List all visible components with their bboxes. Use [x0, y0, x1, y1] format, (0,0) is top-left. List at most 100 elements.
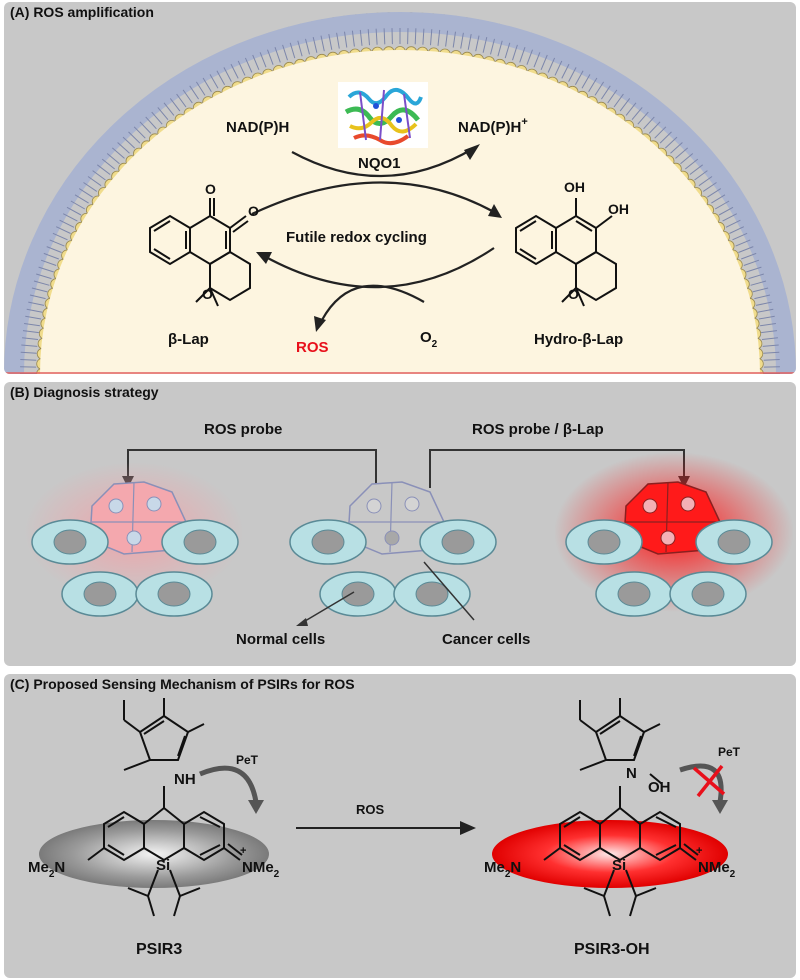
lipid-tail [182, 89, 193, 104]
lipid-tail [752, 287, 769, 293]
blocked-pet-arrowhead [712, 800, 728, 814]
lipid-tail [20, 359, 37, 361]
n-text: N [510, 859, 521, 876]
lipid-tail [743, 259, 760, 266]
lipid-tail [21, 344, 38, 347]
lipid-tail [750, 280, 767, 286]
lipid-tail [637, 111, 649, 125]
lipid-tail [111, 147, 125, 159]
lipid-tail [25, 315, 42, 320]
lipid-tail [267, 49, 274, 65]
beta-lap-ring-o: O [202, 286, 213, 302]
lipid-tail [698, 176, 713, 187]
lipid-tail [684, 158, 699, 170]
lipid-tail [336, 32, 340, 49]
lipid-tail [189, 85, 200, 100]
lipid-tail [122, 136, 136, 149]
psir3oh-pet-label: PeT [718, 745, 741, 759]
lipid-tail [22, 330, 39, 334]
lipid-tail [475, 35, 480, 52]
lipid-tail [22, 337, 39, 340]
nme-sub: 2 [730, 869, 736, 880]
lipid-tail [680, 153, 694, 165]
lipid-tail [274, 47, 281, 63]
beta-lap-o1: O [205, 181, 216, 197]
lipid-tail [74, 194, 89, 204]
beta-symbol: β- [563, 421, 577, 438]
psir3-pet-label: PeT [236, 753, 259, 767]
lipid-tail [738, 246, 754, 253]
normal-cell-nucleus [157, 581, 191, 607]
hydro-beta-lap-label: Hydro-β-Lap [534, 331, 623, 348]
lipid-tail [66, 206, 82, 216]
panel-c-title: (C) Proposed Sensing Mechanism of PSIRs … [10, 676, 355, 692]
lipid-tail [151, 111, 163, 125]
psir3-label: PSIR3 [136, 941, 182, 958]
lipid-tail [163, 102, 175, 116]
lipid-tail [29, 294, 46, 300]
lipid-tail [702, 182, 717, 192]
ros-label: ROS [296, 339, 329, 356]
lipid-tail [169, 98, 181, 112]
panel-b-title: (B) Diagnosis strategy [10, 384, 159, 400]
lipid-tail [46, 246, 62, 253]
psir3-me2n: Me2N [28, 859, 65, 880]
lipid-tail [689, 164, 704, 175]
lipid-tail [664, 136, 678, 149]
lipid-tail [375, 28, 378, 45]
lipid-tail [40, 259, 57, 266]
lipid-tail [547, 57, 556, 73]
pet-blocked-cross-icon [692, 764, 726, 798]
lipid-tail [328, 34, 333, 50]
normal-cell-nucleus [441, 529, 475, 555]
lipid-tail [312, 36, 318, 53]
lipid-tail [757, 308, 774, 313]
normal-pointer-head [296, 618, 308, 626]
lipid-tail [711, 194, 726, 204]
panel-ros-amplification: O O O β-Lap OH OH O Hydro-β-Lap NAD(P)H … [4, 2, 796, 374]
lipid-tail [252, 54, 260, 70]
cancer-cells-label: Cancer cells [442, 631, 530, 648]
sensing-mechanism-diagram: NH PeT Si Me2N NMe2 + PSIR3 ROS [28, 698, 741, 958]
lipid-tail [729, 226, 745, 234]
psir3oh-me2n: Me2N [484, 859, 521, 880]
forward-arrow [251, 181, 495, 215]
lipid-tail [497, 40, 503, 57]
right-probe-label: ROS probe / β-Lap [472, 421, 604, 438]
me-text: Me [484, 859, 505, 876]
lipid-tail [643, 116, 655, 130]
beta-lap-structure [149, 198, 251, 307]
lipid-tail [367, 29, 370, 46]
diagnosis-diagram: ROS probe ROS probe / β-Lap Normal cells… [24, 421, 794, 648]
lipid-tail [36, 273, 52, 280]
lipid-tail [718, 206, 734, 216]
lipid-tail [568, 67, 577, 82]
lipid-tail [38, 266, 54, 273]
cancer-cell-group-center [347, 481, 445, 555]
lipid-tail [259, 52, 267, 68]
lipid-tail [735, 239, 751, 247]
lipid-tail [554, 60, 563, 76]
lipid-tail [574, 70, 584, 86]
lipid-tail [24, 323, 40, 327]
normal-cells [31, 519, 773, 617]
lipid-tail [594, 81, 605, 96]
psir3oh-oh: OH [648, 779, 671, 796]
lipid-tail [383, 28, 386, 45]
o2-label: O2 [420, 329, 438, 350]
normal-cell-nucleus [691, 581, 725, 607]
lipid-tail [762, 344, 779, 347]
lipid-tail [237, 60, 246, 76]
nadp-plus-label: NAD(P)H+ [458, 116, 528, 136]
lipid-tail [344, 31, 348, 48]
panel-sensing-mechanism: NH PeT Si Me2N NMe2 + PSIR3 ROS [4, 674, 796, 978]
lipid-tail [714, 200, 730, 210]
lipid-tail [625, 102, 637, 116]
psir3-nh: NH [174, 771, 196, 788]
normal-cell-nucleus [341, 581, 375, 607]
lipid-tail [540, 54, 548, 70]
lipid-tail [619, 98, 631, 112]
hydro-lap-name: Lap [597, 331, 624, 348]
lipid-tail [675, 147, 689, 159]
arrow-heads [256, 144, 502, 332]
